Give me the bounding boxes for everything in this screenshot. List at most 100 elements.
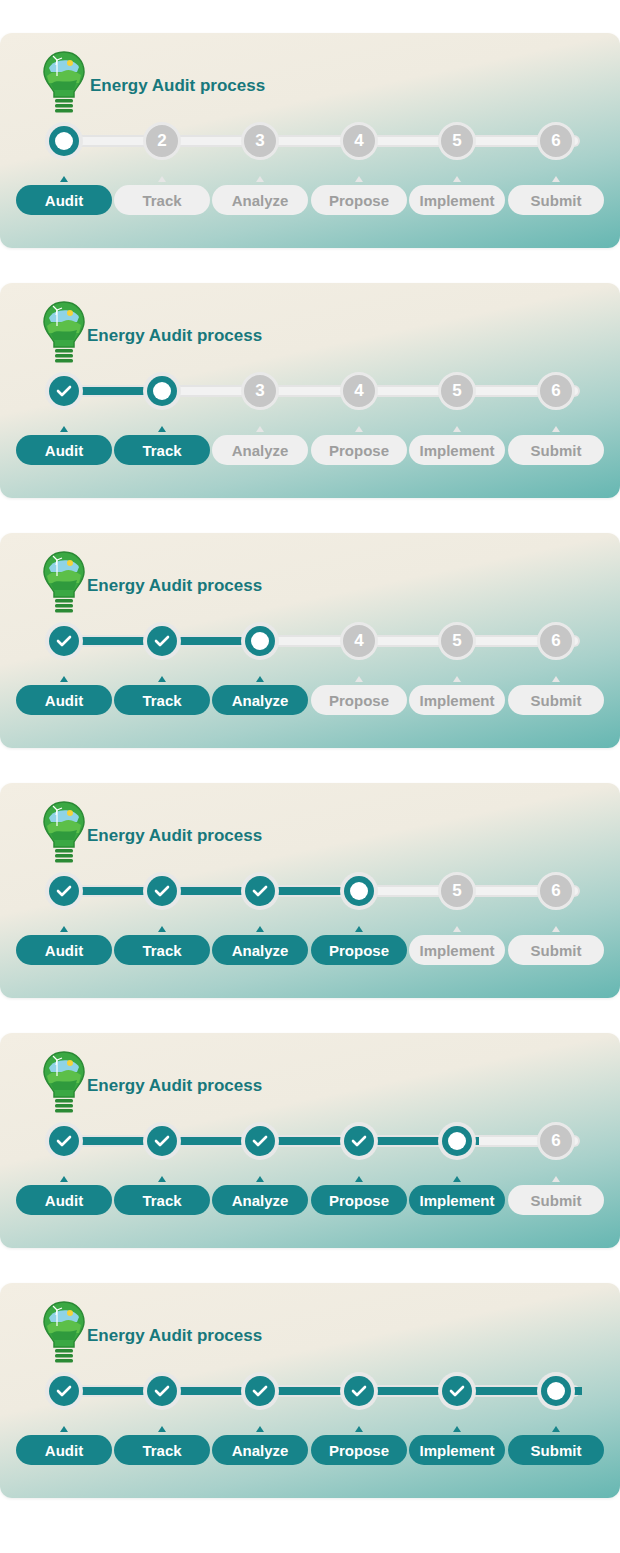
pill-pointer — [355, 926, 363, 932]
pill-pointer — [158, 676, 166, 682]
bulb-sun — [67, 60, 73, 66]
step-ring — [241, 1372, 279, 1410]
step-circle: 3 — [241, 372, 279, 410]
step-label: Propose — [329, 942, 389, 959]
step-label: Submit — [531, 442, 582, 459]
step-circle: 5 — [438, 872, 476, 910]
panel-title: Energy Audit process — [87, 326, 262, 346]
check-mark — [58, 637, 70, 645]
step-dot — [245, 626, 275, 656]
step-pill: Implement — [409, 1435, 505, 1465]
step-number: 5 — [452, 631, 461, 651]
step-label: Propose — [329, 192, 389, 209]
pill-pointer — [355, 1176, 363, 1182]
check-mark — [254, 887, 266, 895]
step-label: Implement — [419, 1192, 494, 1209]
step-label: Track — [142, 1442, 181, 1459]
pill-pointer — [256, 426, 264, 432]
step-ring — [45, 1372, 83, 1410]
step-dot — [49, 126, 79, 156]
bulb-sun — [67, 310, 73, 316]
step-label: Implement — [419, 1442, 494, 1459]
step-label: Audit — [45, 1442, 83, 1459]
bulb-base — [55, 359, 73, 363]
pill-pointer — [158, 1426, 166, 1432]
step-pill: Track — [114, 1185, 210, 1215]
bulb-glass — [44, 1302, 84, 1347]
panel: Energy Audit process56AuditTrackAnalyzeP… — [0, 783, 620, 998]
bulb-sun — [67, 1060, 73, 1066]
step-label: Audit — [45, 192, 83, 209]
pill-pointer — [256, 926, 264, 932]
step-number: 4 — [354, 131, 363, 151]
pill-pointer — [256, 1426, 264, 1432]
active-mark — [55, 132, 73, 150]
pill-pointer — [256, 676, 264, 682]
bulb-glass — [44, 552, 84, 597]
step-label: Analyze — [232, 692, 289, 709]
track-ground — [60, 1135, 580, 1147]
pill-pointer — [158, 426, 166, 432]
bulb-base — [55, 104, 73, 108]
step-pill: Implement — [409, 1185, 505, 1215]
panel-title: Energy Audit process — [87, 826, 262, 846]
step-circle: 5 — [438, 122, 476, 160]
step-ring — [340, 1372, 378, 1410]
step-pill: Audit — [16, 685, 112, 715]
bulb-turbine — [53, 56, 62, 65]
step-label: Submit — [531, 692, 582, 709]
step-ring — [241, 872, 279, 910]
step-pill: Propose — [311, 1185, 407, 1215]
pill-pointer — [552, 426, 560, 432]
progress-track — [0, 33, 620, 248]
panel-title: Energy Audit process — [87, 1076, 262, 1096]
step-label: Analyze — [232, 442, 289, 459]
step-pill: Implement — [409, 935, 505, 965]
bulb-icon — [44, 802, 84, 863]
step-number: 6 — [551, 381, 560, 401]
step-pill: Track — [114, 185, 210, 215]
step-circle: 5 — [438, 372, 476, 410]
step-pill: Submit — [508, 185, 604, 215]
step-circle: 4 — [340, 122, 378, 160]
pill-pointer — [453, 676, 461, 682]
bulb-hill — [51, 1330, 77, 1340]
step-dot — [442, 1126, 472, 1156]
step-label: Implement — [419, 442, 494, 459]
pill-pointer — [60, 176, 68, 182]
check-mark — [58, 887, 70, 895]
bulb-hill — [51, 80, 77, 90]
step-label: Propose — [329, 692, 389, 709]
track-bar — [60, 387, 578, 395]
active-mark — [153, 382, 171, 400]
step-number: 5 — [452, 381, 461, 401]
active-mark — [251, 632, 269, 650]
bulb-turbine — [53, 1306, 62, 1315]
step-pill: Submit — [508, 1435, 604, 1465]
bulb-glass — [44, 1052, 84, 1097]
pill-pointer — [256, 176, 264, 182]
bulb-base — [55, 1349, 73, 1353]
step-label: Submit — [531, 1442, 582, 1459]
track-bar — [60, 1137, 578, 1145]
pill-pointer — [453, 1426, 461, 1432]
step-pill: Implement — [409, 185, 505, 215]
step-dot — [49, 1126, 79, 1156]
bulb-icon — [44, 52, 84, 113]
step-circle: 6 — [537, 372, 575, 410]
step-label: Track — [142, 442, 181, 459]
step-ring — [241, 622, 279, 660]
step-pill: Analyze — [212, 1435, 308, 1465]
step-number: 3 — [255, 381, 264, 401]
step-label: Track — [142, 692, 181, 709]
bulb-sky — [49, 1060, 79, 1072]
bulb-base — [55, 109, 73, 113]
bulb-base — [55, 599, 73, 603]
step-number: 4 — [354, 631, 363, 651]
step-label: Submit — [531, 942, 582, 959]
bulb-turbine — [53, 806, 62, 815]
step-ring — [45, 872, 83, 910]
step-number: 6 — [551, 131, 560, 151]
progress-track — [0, 783, 620, 998]
step-dot — [147, 376, 177, 406]
